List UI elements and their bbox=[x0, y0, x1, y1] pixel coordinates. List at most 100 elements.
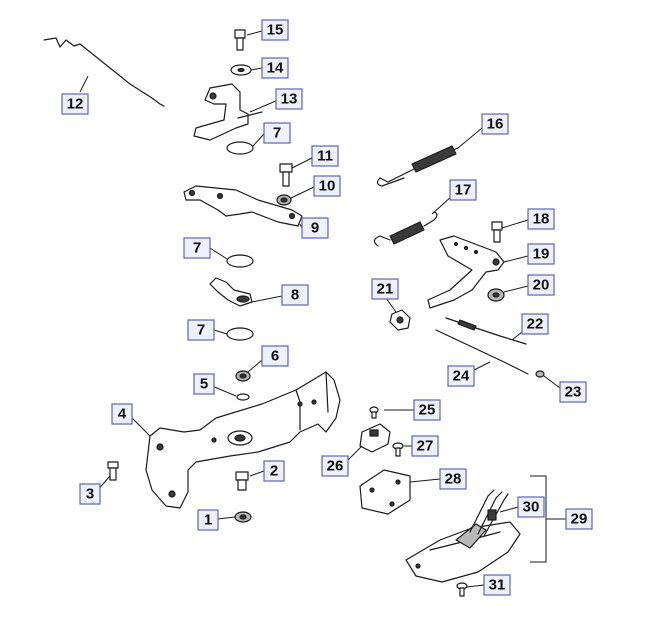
part-cable-22 bbox=[445, 317, 527, 345]
callout-17: 17 bbox=[449, 179, 477, 201]
callout-7-b: 7 bbox=[183, 237, 211, 259]
part-cable-24 bbox=[435, 329, 529, 375]
callout-30: 30 bbox=[517, 496, 545, 518]
part-lever-9 bbox=[183, 185, 303, 227]
part-bolt-11 bbox=[279, 163, 293, 187]
leader-lines bbox=[79, 30, 561, 588]
callout-16: 16 bbox=[481, 113, 509, 135]
callout-5: 5 bbox=[193, 373, 215, 395]
callout-12: 12 bbox=[61, 93, 89, 115]
callout-7-a: 7 bbox=[263, 122, 291, 144]
callout-29: 29 bbox=[565, 508, 593, 530]
part-bolt-2 bbox=[235, 471, 249, 491]
part-spring-16 bbox=[376, 145, 459, 187]
callout-18: 18 bbox=[527, 208, 555, 230]
part-washer-5 bbox=[236, 393, 250, 401]
part-plate-28 bbox=[359, 469, 411, 515]
part-nut-6 bbox=[235, 370, 251, 382]
part-screw-27 bbox=[392, 442, 404, 457]
svg-text:13: 13 bbox=[281, 91, 298, 108]
svg-text:30: 30 bbox=[523, 499, 540, 516]
svg-text:12: 12 bbox=[67, 96, 84, 113]
part-nut-23 bbox=[535, 370, 545, 378]
part-arm-19 bbox=[427, 235, 505, 309]
svg-text:5: 5 bbox=[200, 376, 208, 393]
svg-text:23: 23 bbox=[565, 384, 582, 401]
callout-10: 10 bbox=[313, 175, 341, 197]
callout-4: 4 bbox=[111, 403, 133, 425]
svg-text:22: 22 bbox=[527, 316, 544, 333]
callout-14: 14 bbox=[261, 57, 289, 79]
callout-28: 28 bbox=[439, 468, 467, 490]
part-washer-7b bbox=[226, 254, 254, 268]
svg-text:11: 11 bbox=[317, 148, 333, 165]
callout-24: 24 bbox=[447, 365, 475, 387]
callout-2: 2 bbox=[263, 460, 285, 482]
svg-text:8: 8 bbox=[291, 287, 299, 304]
callout-26: 26 bbox=[321, 455, 349, 477]
callout-23: 23 bbox=[559, 381, 587, 403]
part-clip-21 bbox=[389, 309, 411, 331]
part-bolt-18 bbox=[491, 221, 503, 243]
part-washer-7a bbox=[226, 141, 254, 155]
svg-text:3: 3 bbox=[86, 486, 94, 503]
svg-text:10: 10 bbox=[319, 178, 336, 195]
part-throttle-assembly bbox=[405, 489, 521, 583]
svg-text:26: 26 bbox=[327, 458, 344, 475]
callout-6: 6 bbox=[261, 345, 289, 367]
callout-13: 13 bbox=[275, 88, 303, 110]
callout-1: 1 bbox=[197, 509, 219, 531]
callout-21: 21 bbox=[371, 278, 399, 300]
svg-text:16: 16 bbox=[487, 116, 504, 133]
callout-25: 25 bbox=[413, 399, 441, 421]
svg-text:31: 31 bbox=[489, 577, 506, 594]
svg-text:7: 7 bbox=[193, 240, 201, 257]
svg-text:2: 2 bbox=[270, 463, 278, 480]
callout-9: 9 bbox=[301, 217, 329, 239]
part-lever-8 bbox=[209, 277, 253, 307]
svg-text:19: 19 bbox=[533, 246, 550, 263]
part-nut-10 bbox=[276, 194, 292, 206]
callout-8: 8 bbox=[281, 284, 309, 306]
callout-19: 19 bbox=[527, 243, 555, 265]
callout-20: 20 bbox=[527, 274, 555, 296]
svg-text:20: 20 bbox=[533, 277, 550, 294]
svg-text:15: 15 bbox=[267, 22, 284, 39]
callout-31: 31 bbox=[483, 574, 511, 596]
svg-text:28: 28 bbox=[445, 471, 462, 488]
part-nut-1 bbox=[234, 511, 252, 523]
callout-15: 15 bbox=[261, 19, 289, 41]
svg-text:25: 25 bbox=[419, 402, 436, 419]
svg-text:17: 17 bbox=[455, 182, 472, 199]
part-main-plate bbox=[145, 371, 341, 509]
part-screw-3 bbox=[107, 461, 119, 481]
part-upper-bracket bbox=[193, 83, 263, 141]
svg-text:29: 29 bbox=[571, 511, 588, 528]
callout-22: 22 bbox=[521, 313, 549, 335]
svg-text:6: 6 bbox=[271, 348, 279, 365]
part-bolt-top bbox=[234, 29, 246, 51]
svg-text:4: 4 bbox=[118, 406, 127, 423]
part-screw-25 bbox=[369, 406, 379, 419]
group-bracket-29 bbox=[530, 475, 566, 563]
part-spring-17 bbox=[373, 211, 438, 247]
svg-text:1: 1 bbox=[204, 512, 212, 529]
svg-text:9: 9 bbox=[311, 220, 319, 237]
callout-7-c: 7 bbox=[187, 319, 215, 341]
svg-text:21: 21 bbox=[377, 281, 394, 298]
svg-text:24: 24 bbox=[453, 368, 470, 385]
svg-text:7: 7 bbox=[197, 322, 205, 339]
part-washer-top bbox=[230, 64, 252, 76]
callout-3: 3 bbox=[79, 483, 101, 505]
callout-27: 27 bbox=[411, 435, 439, 457]
part-wire-rod bbox=[43, 37, 165, 107]
part-screw-31 bbox=[456, 582, 468, 597]
callout-11: 11 bbox=[311, 145, 339, 167]
svg-text:14: 14 bbox=[267, 60, 284, 77]
part-nut-20 bbox=[487, 288, 505, 302]
svg-text:27: 27 bbox=[417, 438, 434, 455]
svg-text:18: 18 bbox=[533, 211, 550, 228]
part-washer-7c bbox=[226, 327, 254, 341]
